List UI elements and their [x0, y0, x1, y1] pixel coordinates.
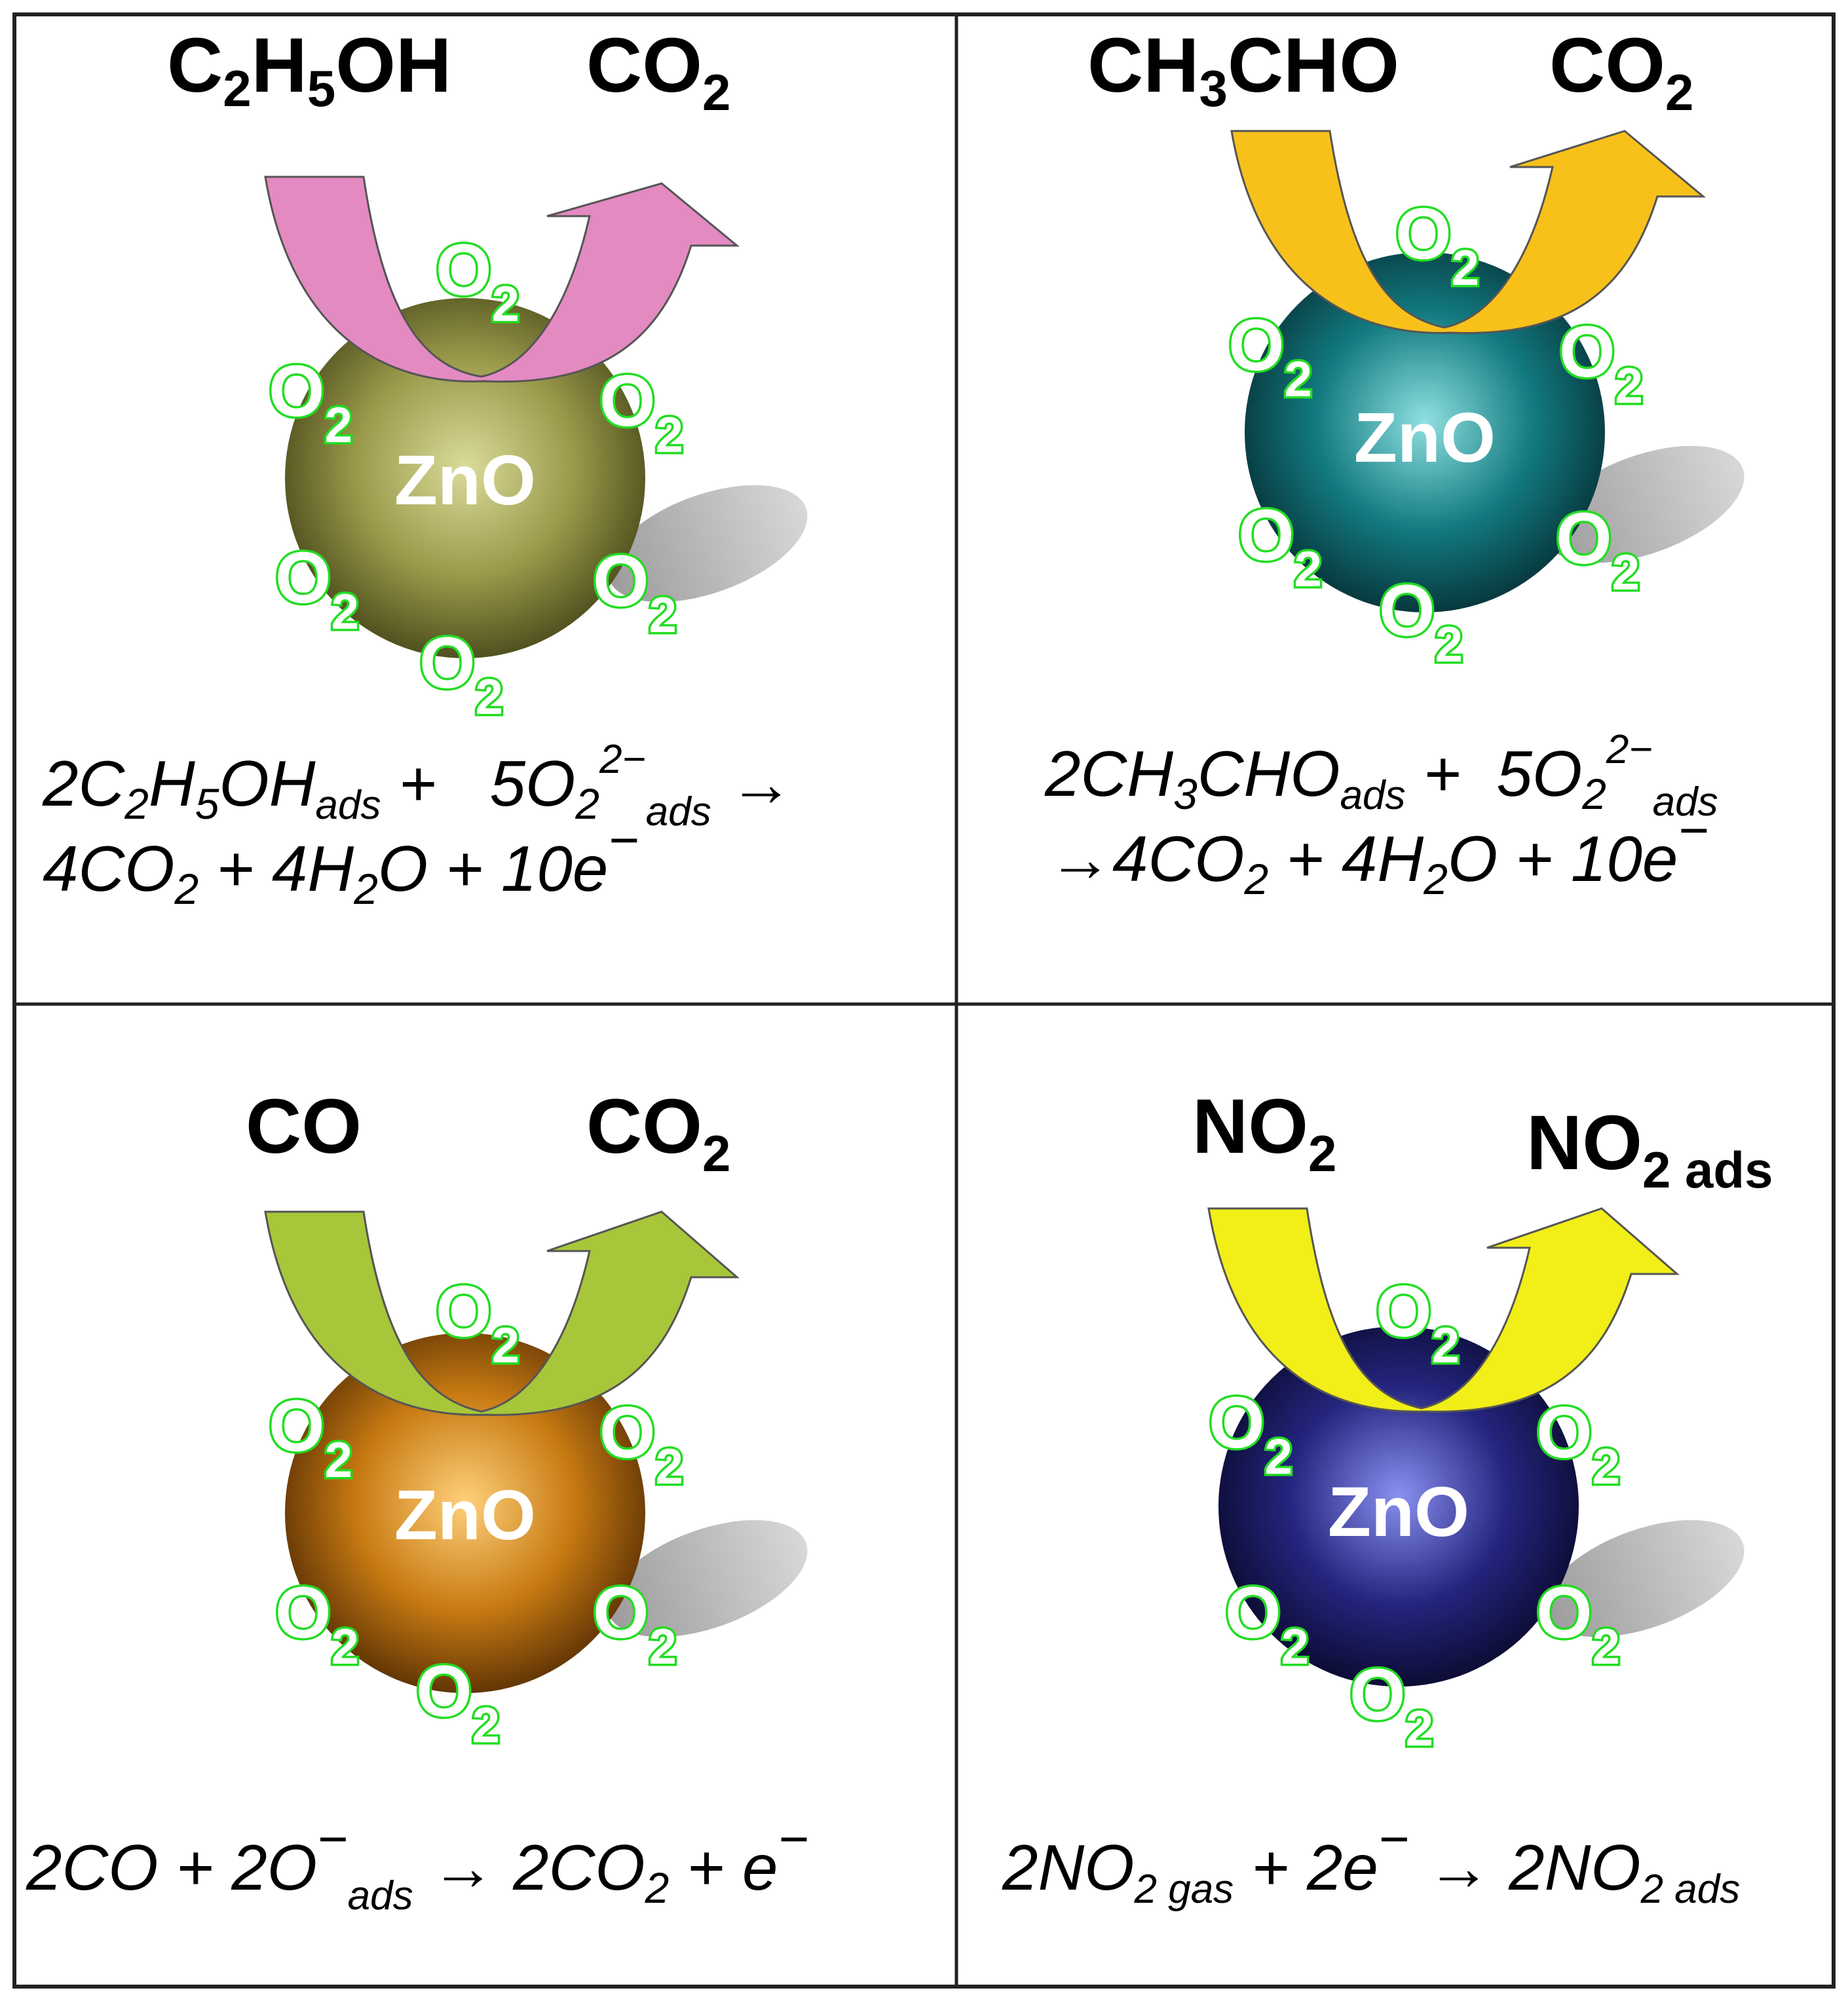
o2-label: O2: [599, 1393, 683, 1495]
reactant-label: C2H5OH: [167, 22, 451, 117]
reaction-equation-line2: 4CO2 + 4H2O + 10e−: [43, 811, 639, 913]
product-label: CO2: [586, 22, 730, 121]
panel-nitrogen-dioxide: NO2 NO2 ads ZnO O2 O2 O2 O2 O2 O2 2NO2 g…: [1002, 1083, 1773, 1912]
o2-label: O2: [1349, 1655, 1433, 1757]
zno-core-label: ZnO: [394, 440, 536, 519]
panel-carbon-monoxide: CO CO2 ZnO O2 O2 O2 O2 O2 O2 2CO + 2O−ad…: [26, 1083, 808, 1918]
reactant-label: NO2: [1192, 1083, 1336, 1182]
o2-label: O2: [1379, 570, 1463, 673]
reaction-equation: 2CO + 2O−ads → 2CO2 + e−: [26, 1810, 808, 1918]
adsorbed-oxygen-labels: O2 O2 O2 O2 O2 O2: [1207, 1269, 1623, 1759]
zno-sphere: [285, 1333, 645, 1693]
reaction-equation: 2NO2 gas + 2e− → 2NO2 ads: [1002, 1810, 1740, 1912]
reaction-arrow: [1207, 1207, 1680, 1413]
reaction-arrow: [264, 176, 740, 383]
o2-label: O2: [1376, 1271, 1460, 1374]
o2-label: O2: [1238, 495, 1322, 597]
figure-frame: [12, 12, 1836, 1989]
sphere-shadow: [607, 1520, 808, 1637]
o2-label: O2: [275, 1573, 359, 1675]
product-label: CO2: [586, 1083, 730, 1182]
panel-acetaldehyde: CH3CHO CO2 ZnO O2 O2 O2 O2 O2 O2 2CH3CHO…: [1044, 22, 1744, 903]
reaction-arrow: [264, 1210, 740, 1416]
o2-label: O2: [275, 538, 359, 640]
adsorbed-oxygen-labels: O2 O2 O2 O2 O2 O2: [267, 228, 686, 728]
reaction-equation-line2: →4CO2 + 4H2O + 10e−: [1048, 801, 1708, 903]
o2-label: O2: [416, 1651, 500, 1753]
sphere-shadow: [607, 485, 808, 603]
o2-label: O2: [269, 1386, 352, 1488]
zno-core-label: ZnO: [1354, 398, 1496, 477]
zno-sphere: [1245, 252, 1605, 612]
reaction-equation-line1: 2C2H5OHads + 5O22−ads →: [42, 737, 793, 834]
adsorbed-oxygen-labels: O2 O2 O2 O2 O2 O2: [267, 1269, 686, 1756]
o2-label: O2: [436, 230, 519, 332]
reactant-label: CH3CHO: [1087, 22, 1399, 117]
sphere-shadow: [1544, 1520, 1744, 1637]
reaction-arrow: [1230, 130, 1707, 334]
o2-label: O2: [1536, 1573, 1620, 1675]
o2-label: O2: [1556, 498, 1640, 601]
o2-label: O2: [593, 1573, 677, 1675]
reactant-label: CO: [246, 1083, 362, 1170]
o2-label: O2: [599, 361, 683, 463]
zno-core-label: ZnO: [1328, 1472, 1469, 1551]
o2-label: O2: [1559, 312, 1643, 414]
o2-label: O2: [419, 623, 503, 725]
o2-label: O2: [1225, 1573, 1309, 1675]
o2-label: O2: [436, 1271, 519, 1374]
adsorbed-oxygen-labels: O2 O2 O2 O2 O2 O2: [1226, 192, 1646, 675]
o2-label: O2: [269, 351, 352, 453]
o2-label: O2: [1228, 305, 1312, 407]
o2-label: O2: [1536, 1393, 1620, 1495]
o2-label: O2: [593, 541, 677, 643]
o2-label: O2: [1209, 1383, 1292, 1485]
panel-ethanol: C2H5OH CO2 ZnO O2 O2 O2 O2 O2 O2 2C2H5OH…: [42, 22, 808, 913]
zno-sphere: [285, 298, 645, 658]
zno-sphere: [1218, 1326, 1579, 1687]
product-label: CO2: [1549, 22, 1693, 121]
o2-label: O2: [1395, 194, 1479, 296]
reaction-equation-line1: 2CH3CHOads + 5O22−ads: [1044, 727, 1718, 825]
zno-core-label: ZnO: [394, 1475, 536, 1554]
product-label: NO2 ads: [1526, 1100, 1773, 1199]
